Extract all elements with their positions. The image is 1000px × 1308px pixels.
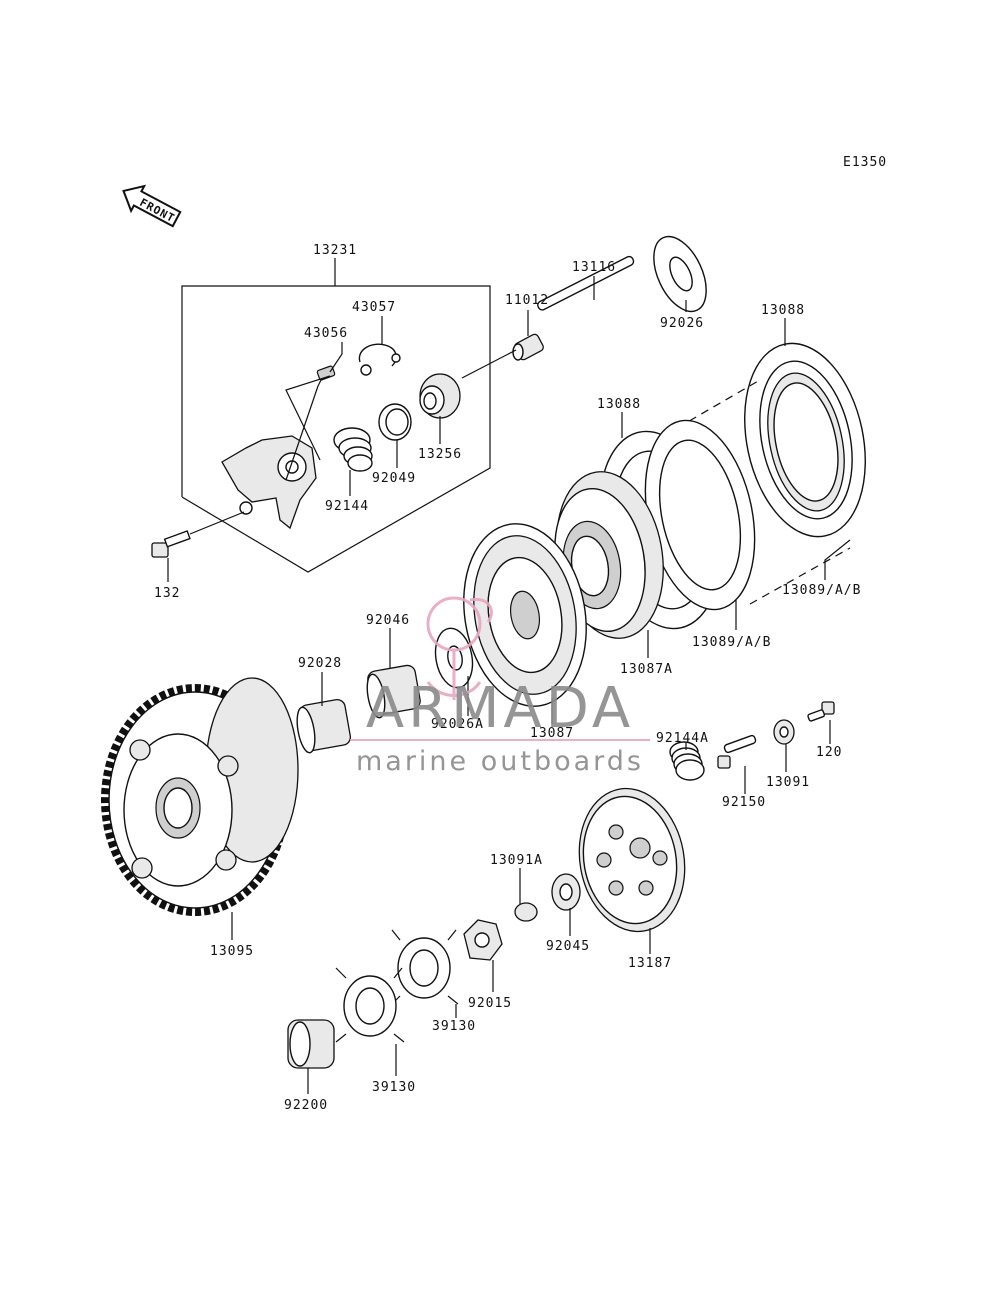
leader-lines	[167, 276, 851, 1094]
release-assembly-bracket	[181, 258, 491, 573]
label-13095: 13095	[210, 944, 254, 959]
washer-92026	[653, 235, 707, 313]
label-13091A: 13091A	[490, 853, 543, 868]
spring-92144A	[669, 741, 705, 781]
collar-13091	[773, 719, 795, 745]
label-13088-right: 13088	[761, 303, 805, 318]
label-43056: 43056	[304, 326, 348, 341]
label-39130-bottom: 39130	[372, 1080, 416, 1095]
needle-bearing-92046	[366, 664, 421, 719]
part-labels: 13231 43057 43056 11012 13116 92026 1308…	[154, 243, 861, 1113]
label-13091: 13091	[766, 775, 810, 790]
label-92045: 92045	[546, 939, 590, 954]
label-92046: 92046	[366, 613, 410, 628]
lock-washer-39130-bottom	[335, 967, 405, 1043]
cap-43057	[358, 343, 401, 376]
bolt-120	[807, 701, 835, 722]
bolt-132	[151, 511, 245, 558]
watermark-brand: ARMADA	[366, 676, 634, 741]
bush-92200	[287, 1019, 335, 1069]
clutch-hub-13087	[463, 523, 587, 707]
bleeder-43056	[316, 365, 336, 381]
bearing-92045	[551, 873, 581, 911]
label-92026: 92026	[660, 316, 704, 331]
watermark-tagline: marine outboards	[356, 746, 644, 777]
nut-92015	[463, 919, 503, 961]
label-132: 132	[154, 586, 180, 601]
label-39130-top: 39130	[432, 1019, 476, 1034]
pressure-plate-13187	[578, 787, 686, 933]
label-120: 120	[816, 745, 842, 760]
label-92200: 92200	[284, 1098, 328, 1113]
label-13187: 13187	[628, 956, 672, 971]
label-92026A: 92026A	[431, 717, 484, 732]
label-13089-right: 13089/A/B	[782, 583, 861, 598]
pad-13091A	[514, 902, 538, 922]
label-13116: 13116	[572, 260, 616, 275]
push-rod-13116	[461, 255, 635, 379]
label-13087: 13087	[530, 726, 574, 741]
steel-plate-13089-mid	[644, 419, 756, 611]
label-43057: 43057	[352, 300, 396, 315]
armada-logo-icon	[426, 596, 493, 700]
seal-92049	[378, 403, 412, 441]
label-13256: 13256	[418, 447, 462, 462]
label-92015: 92015	[468, 996, 512, 1011]
label-92150: 92150	[722, 795, 766, 810]
front-arrow-icon: FRONT	[122, 184, 182, 228]
bush-11012	[512, 333, 544, 361]
sleeve-92028	[296, 698, 352, 754]
diagram-code: E1350	[843, 155, 887, 170]
label-13089-mid: 13089/A/B	[692, 635, 771, 650]
label-92144A: 92144A	[656, 731, 709, 746]
bearing-13256	[419, 373, 461, 419]
clutch-housing-gear-13095	[101, 677, 299, 916]
armada-watermark: ARMADA marine outboards	[350, 596, 650, 777]
bolt-92150	[717, 734, 757, 769]
label-92144: 92144	[325, 499, 369, 514]
label-11012: 11012	[505, 293, 549, 308]
label-92028: 92028	[298, 656, 342, 671]
spring-92144	[333, 427, 373, 472]
label-13231: 13231	[313, 243, 357, 258]
label-13088-mid: 13088	[597, 397, 641, 412]
label-13087A: 13087A	[620, 662, 673, 677]
lock-washer-39130-top	[391, 929, 459, 1005]
release-lever-body	[221, 377, 323, 530]
friction-plate-13088-right	[744, 342, 866, 538]
label-92049: 92049	[372, 471, 416, 486]
